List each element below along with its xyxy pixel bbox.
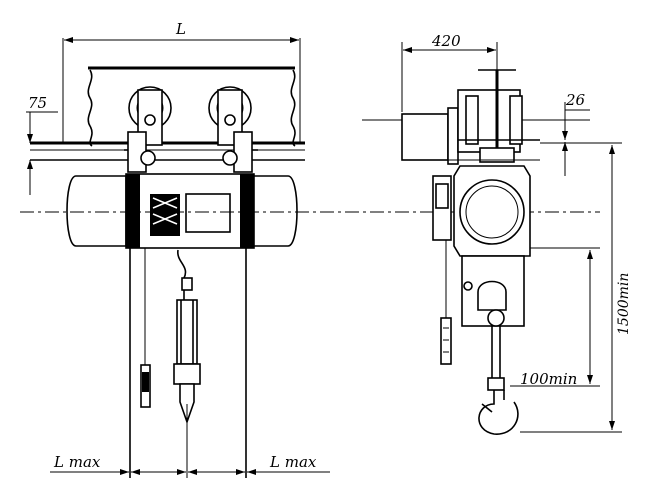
dim-hook-gap-label: 100min <box>520 370 577 388</box>
dim-hook-gap: 100min <box>510 247 600 388</box>
side-pendant <box>440 240 452 365</box>
dim-lift-height: 1500min <box>520 142 632 433</box>
hoist-drum-body <box>66 173 298 249</box>
side-trolley <box>446 69 540 163</box>
side-view: 420 26 1500min 100min <box>362 32 632 435</box>
dim-side-offset: 26 <box>562 91 590 176</box>
dim-right-lmax-label: L max <box>269 453 317 471</box>
dim-left-lmax-label: L max <box>53 453 101 471</box>
beam-top <box>87 66 296 147</box>
control-pendant <box>140 248 151 408</box>
side-motor <box>401 107 459 165</box>
trolley-side-plates <box>124 131 258 173</box>
dim-top-clearance-label: 75 <box>28 94 47 112</box>
dim-span-L-label: L <box>175 20 186 38</box>
side-hook <box>478 309 519 435</box>
front-view: L 75 L max L max <box>26 20 330 478</box>
dim-side-offset-label: 26 <box>565 91 586 109</box>
side-drum <box>432 165 531 327</box>
dim-lmax: L max L max <box>50 453 330 475</box>
dim-trolley-width: 420 <box>401 32 498 112</box>
dim-lift-height-label: 1500min <box>616 273 632 335</box>
beam-flange <box>30 141 305 161</box>
front-extension-lines <box>62 38 301 478</box>
dim-trolley-width-label: 420 <box>431 32 461 50</box>
trolley-wheel-left <box>128 86 172 146</box>
dim-span-L: L <box>64 20 299 43</box>
dim-top-clearance: 75 <box>26 94 58 195</box>
front-hook-block <box>173 249 201 440</box>
